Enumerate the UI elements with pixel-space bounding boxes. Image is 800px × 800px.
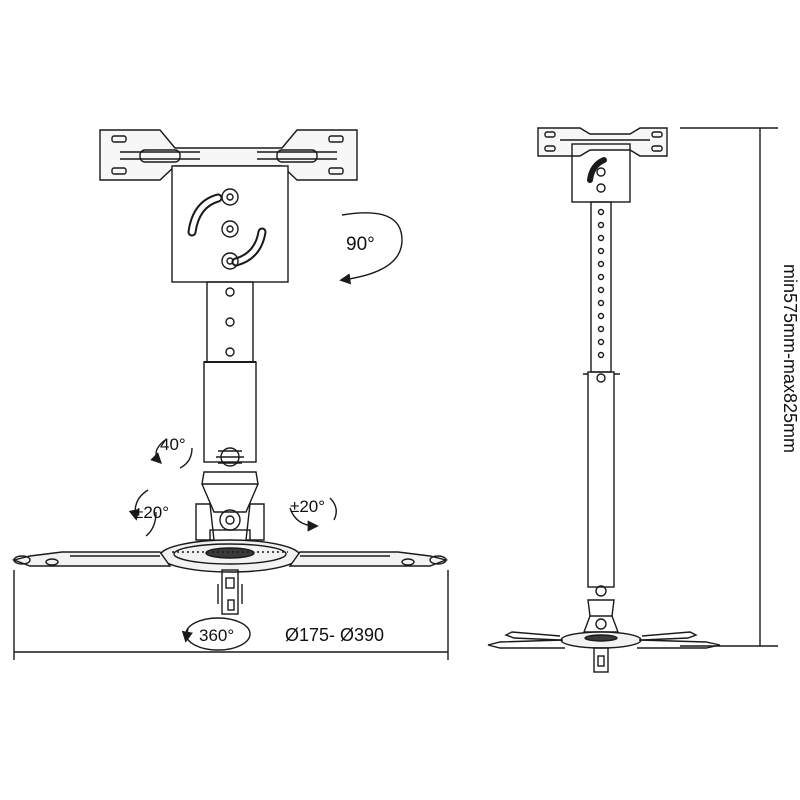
- side-head: [582, 585, 620, 633]
- tilt-right-20-label: ±20°: [290, 497, 325, 516]
- tilt-40-arrow: [150, 439, 193, 469]
- side-ceiling-plate: [537, 127, 668, 157]
- swivel-360-arrow: [181, 617, 251, 651]
- ceiling-plate: [99, 129, 358, 181]
- tilt-40-label: 40°: [160, 435, 186, 454]
- side-projector-bracket: [593, 647, 609, 673]
- side-outer-tube: [583, 371, 620, 588]
- swivel-360-label: 360°: [199, 626, 234, 645]
- rotation-90-label: 90°: [346, 234, 375, 255]
- front-view: [11, 129, 449, 660]
- mounting-arm-left: [11, 551, 172, 567]
- tilt-left-20-arrow: [128, 489, 157, 537]
- height-dimension: [680, 127, 778, 647]
- height-range-label: min575mm-max825mm: [780, 264, 800, 453]
- side-mounting-plate: [487, 631, 721, 649]
- arm-diameter-label: Ø175- Ø390: [285, 625, 384, 645]
- tilt-right-20-arrow: [289, 497, 337, 532]
- tilt-left-20-label: ±20°: [134, 503, 169, 522]
- mounting-arm-right: [288, 551, 449, 567]
- height-lock-knob: [216, 447, 244, 467]
- inner-tube: [206, 281, 254, 363]
- side-inner-tube: [590, 201, 612, 373]
- outer-tube: [203, 361, 257, 463]
- mounting-plate: [159, 539, 301, 573]
- rotation-90-arrow: [339, 212, 403, 285]
- tilt-bracket: [171, 165, 289, 283]
- side-view: [487, 127, 778, 673]
- width-dimension: [13, 570, 449, 660]
- projector-bracket: [217, 569, 243, 615]
